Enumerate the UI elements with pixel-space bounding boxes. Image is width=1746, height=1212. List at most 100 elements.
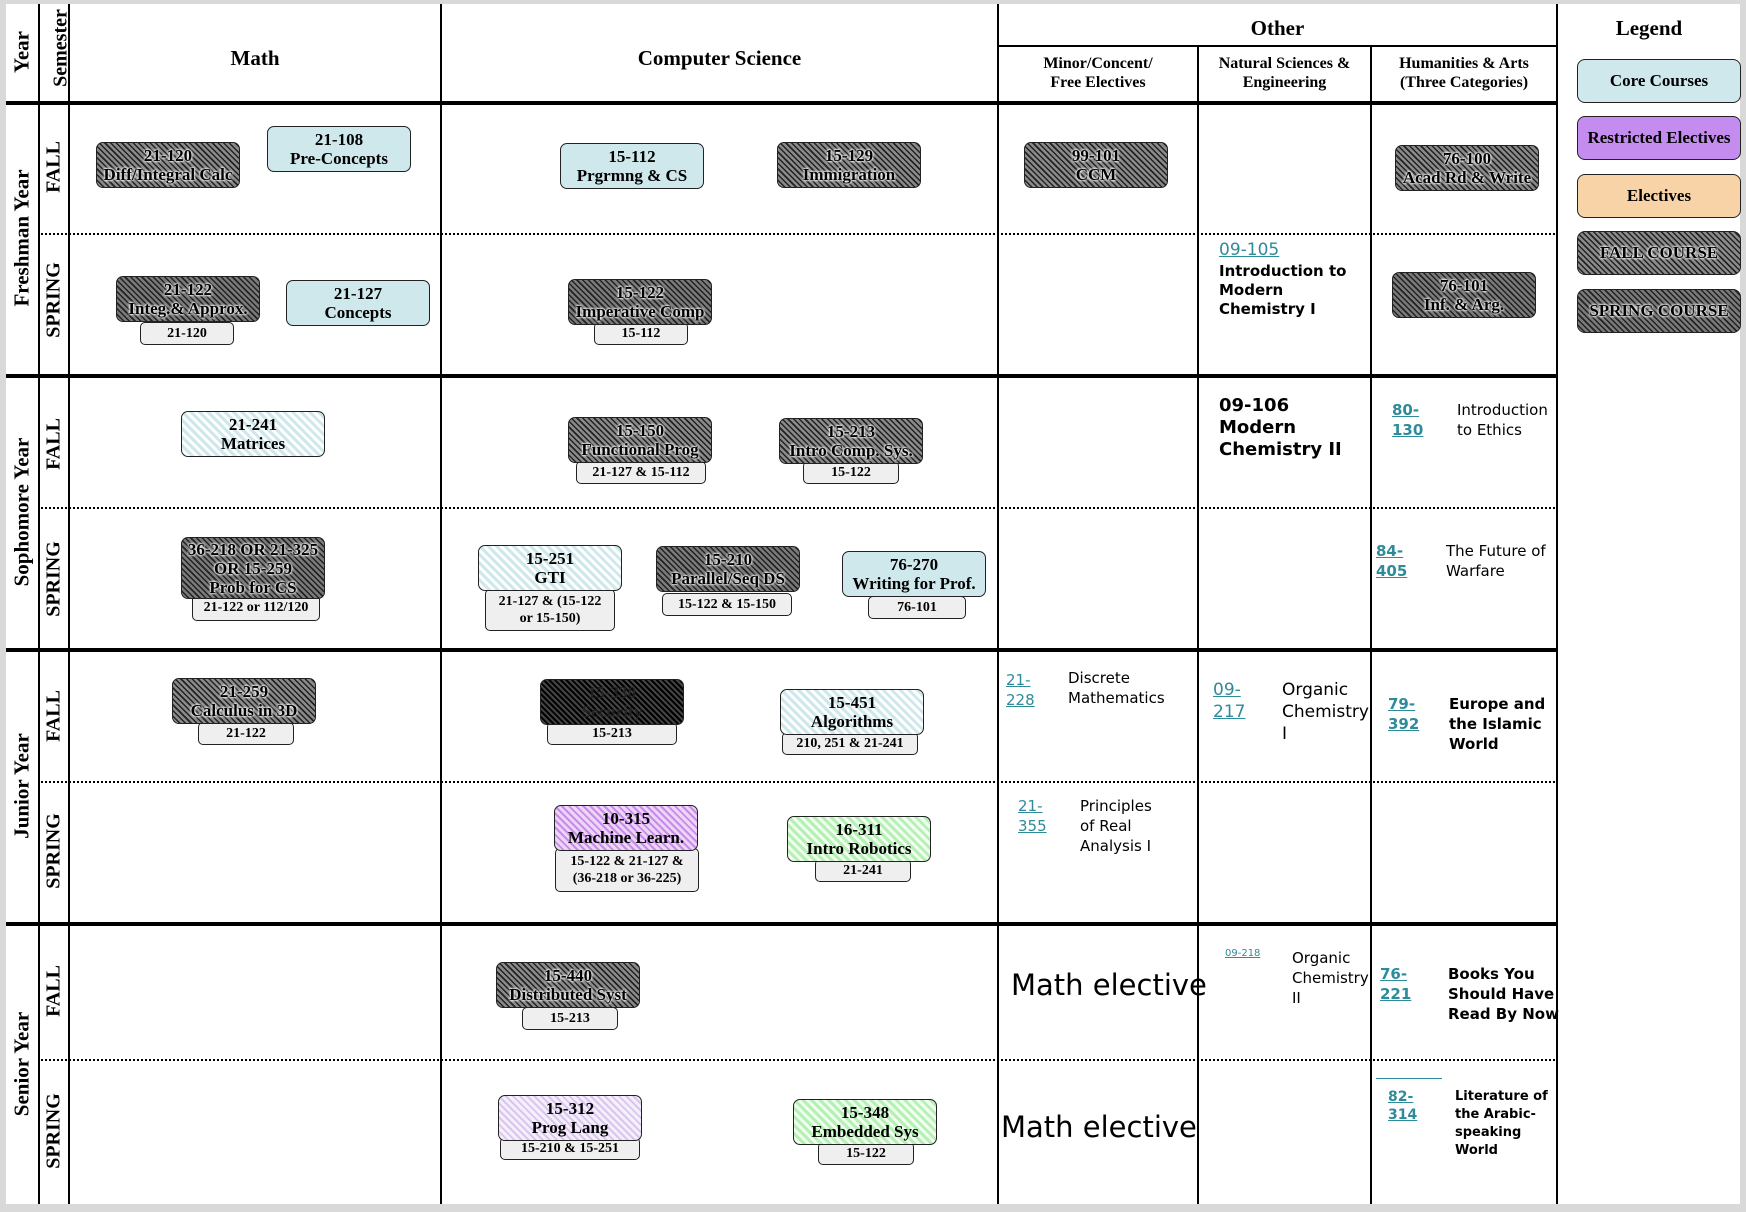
course-link[interactable]: 80- [1392,401,1420,419]
course-title: CCM [1075,165,1117,184]
humanities-header: Humanities & Arts(Three Categories) [1372,54,1556,92]
course-title: Prgrmng & CS [576,166,688,185]
elective-code: 09-218 [1225,948,1260,960]
minor-header-line: Free Electives [1050,74,1146,91]
prerequisite-tag: 21-241 [815,859,911,882]
legend-core-courses: Core Courses [1577,59,1741,103]
elective-code: 82-314 [1388,1088,1417,1124]
course-title: Integ.& Approx. [128,299,248,318]
course-code: 15-213 [826,422,876,441]
legend-electives: Electives [1577,174,1741,218]
note-line: Principles [1080,797,1152,815]
prerequisite-tag: 76-101 [868,596,966,619]
course-link[interactable]: 355 [1018,817,1047,835]
semester-label: SPRING [42,813,65,889]
note-line: Read By Now [1448,1005,1559,1023]
prerequisite-tag: 210, 251 & 21-241 [782,732,918,755]
course-link[interactable]: 217 [1213,702,1246,722]
note-line: the Islamic [1449,715,1542,733]
course-link[interactable]: 228 [1006,691,1035,709]
course-link[interactable]: 392 [1388,715,1420,733]
elective-code: 84-405 [1376,541,1407,581]
course-title: Immigration [802,165,896,184]
prerequisite-text: 15-213 [592,726,632,741]
divider [6,374,1558,378]
course-code: 15-312 [545,1099,595,1118]
course-code: 21-127 [333,284,383,303]
note-line: Modern [1219,417,1297,438]
divider [997,45,1557,47]
course-title: Algorithms [810,712,894,731]
course-link[interactable]: 09- [1213,680,1241,700]
divider [440,4,442,1204]
elective-code: 09-217 [1213,679,1245,723]
course-link[interactable]: 09-218 [1225,948,1261,959]
course-link[interactable]: 79- [1388,695,1416,713]
legend-label: Restricted Electives [1587,128,1731,147]
course-link[interactable]: 405 [1376,562,1408,580]
note-line: II [1292,989,1301,1007]
course-link[interactable]: 221 [1380,985,1412,1003]
course-link[interactable]: 09-105 [1219,240,1280,260]
course-link[interactable]: 84- [1376,542,1404,560]
prerequisite-text: 76-101 [897,600,937,615]
divider [38,233,1558,235]
semester-label: FALL [42,141,65,193]
course-code: 21-241 [228,415,278,434]
legend-label: Electives [1626,186,1692,205]
course-title: Concepts [324,303,392,322]
prerequisite-text: 21-120 [167,326,207,341]
course-title: Functional Prog [581,440,699,459]
course-code: 76-101 [1439,276,1489,295]
elective-code: 76-221 [1380,964,1411,1004]
semester-label: SPRING [42,1093,65,1169]
year-label-text: Freshman Year [9,169,34,307]
course-title: Calculus in 3D [190,701,298,720]
elective-code: 79-392 [1388,694,1419,734]
note-line: World [1455,1143,1498,1158]
course-code: 15-330 [587,683,637,702]
course-title: GTI [534,568,566,587]
course-link[interactable]: 130 [1392,421,1424,439]
prerequisite-text: 21-127 & (15-122 [498,594,602,609]
course-link[interactable]: 21- [1006,671,1031,689]
course-code: 16-311 [835,820,883,839]
prerequisite-tag: 15-210 & 15-251 [500,1137,640,1160]
course-code: 36-218 OR 21-325 [187,539,319,559]
prerequisite-tag: 15-213 [522,1007,618,1030]
course-link[interactable]: 82- [1388,1089,1414,1105]
prerequisite-text: 15-122 [846,1146,886,1161]
course-link[interactable]: 314 [1388,1107,1418,1123]
humanities-header-line: (Three Categories) [1399,74,1529,91]
course-code: 15-348 [840,1103,890,1122]
course-link[interactable]: 76- [1380,965,1408,983]
divider [997,4,999,1204]
course-link[interactable]: 21- [1018,797,1043,815]
